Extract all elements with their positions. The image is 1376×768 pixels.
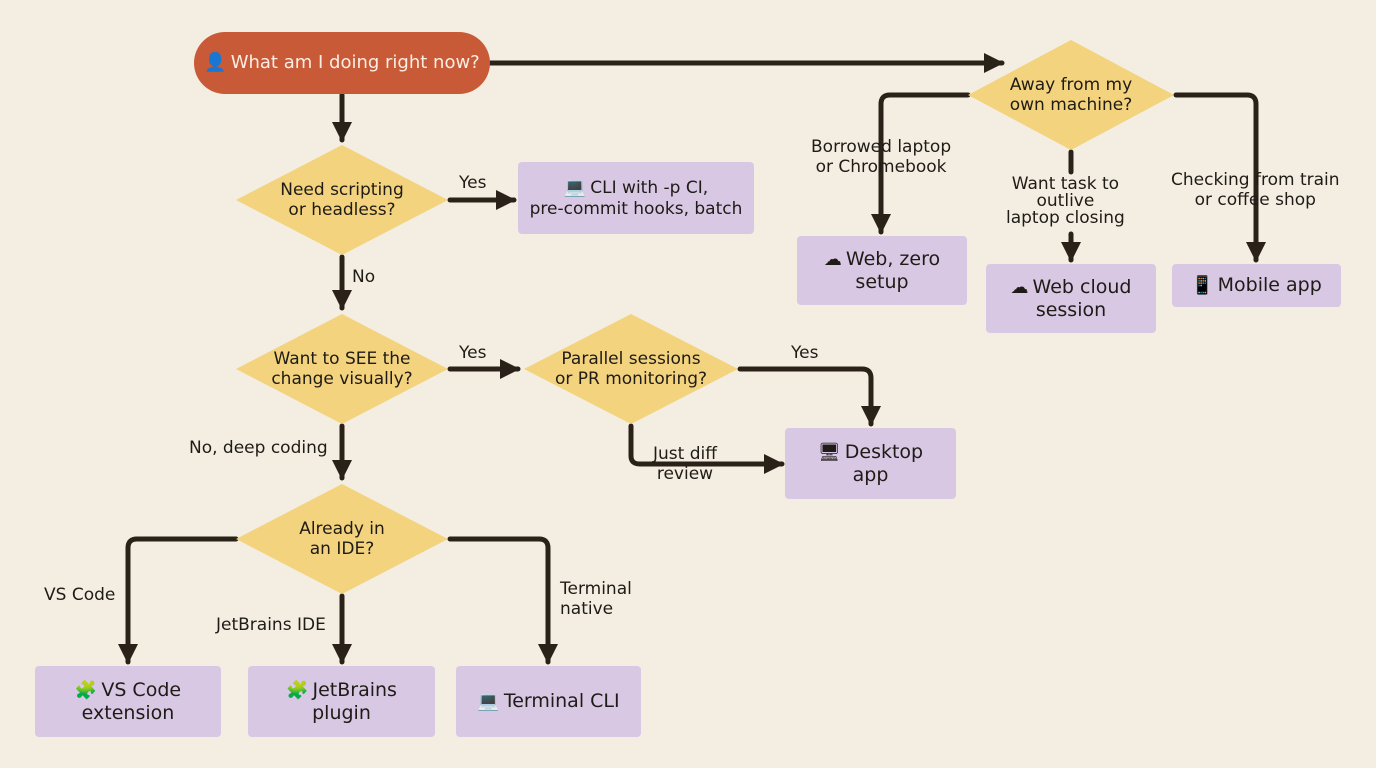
cloud-icon: ☁	[1010, 276, 1029, 298]
decision-scripting: Need scripting or headless?	[234, 143, 450, 257]
outcome-vscode-label: VS Code extension	[81, 678, 182, 724]
puzzle-icon: 🧩	[286, 679, 309, 701]
edge-ide-vscode	[118, 536, 239, 665]
edge-label-parallel-yes: Yes	[791, 343, 819, 363]
outcome-jetbrains: 🧩JetBrains plugin	[248, 666, 435, 737]
decision-away: Away from my own machine?	[966, 38, 1176, 152]
outcome-web-zero: ☁Web, zero setup	[797, 236, 967, 305]
outcome-terminal-label: Terminal CLI	[503, 690, 620, 713]
outcome-desktop-label: Desktop app	[844, 440, 924, 486]
outcome-terminal: 💻Terminal CLI	[456, 666, 641, 737]
edge-label-scripting-no: No	[352, 267, 376, 287]
outcome-jetbrains-label: JetBrains plugin	[312, 678, 397, 724]
diamond-shape	[236, 314, 448, 424]
edge-label-parallel-just: Just diff review	[653, 444, 717, 485]
outcome-vscode: 🧩VS Code extension	[35, 666, 221, 737]
outcome-mobile-label: Mobile app	[1217, 274, 1322, 297]
desktop-icon: 🖥	[817, 441, 841, 463]
decision-ide: Already in an IDE?	[234, 482, 450, 596]
phone-icon: 📱	[1191, 275, 1214, 297]
decision-ide-label: Already in an IDE?	[299, 518, 385, 559]
diamond-shape	[236, 484, 448, 594]
start-label: What am I doing right now?	[230, 52, 480, 74]
outcome-cli-batch: 💻CLI with -p CI, pre-commit hooks, batch	[518, 162, 754, 234]
laptop-icon: 💻	[563, 177, 587, 198]
edge-ide-terminal	[447, 536, 558, 665]
laptop-icon: 💻	[477, 691, 500, 713]
outcome-web-zero-label: Web, zero setup	[845, 247, 941, 293]
edge-away-borrowed	[871, 92, 971, 235]
decision-scripting-label: Need scripting or headless?	[280, 179, 404, 220]
diamond-shape	[524, 314, 738, 424]
edge-label-ide-terminal: Terminal native	[560, 579, 632, 620]
edge-label-away-outlive: Want task to outlive laptop closing	[1006, 174, 1125, 228]
edge-label-ide-vscode: VS Code	[44, 585, 116, 605]
edge-away-train	[1173, 92, 1266, 263]
start-node: 👤 What am I doing right now?	[194, 32, 490, 94]
outcome-desktop: 🖥Desktop app	[785, 428, 956, 499]
decision-parallel: Parallel sessions or PR monitoring?	[522, 312, 740, 426]
decision-parallel-label: Parallel sessions or PR monitoring?	[554, 348, 708, 389]
edge-label-away-borrowed: Borrowed laptop or Chromebook	[811, 137, 952, 178]
edge-label-scripting-yes: Yes	[459, 173, 487, 193]
puzzle-icon: 🧩	[74, 679, 98, 701]
edge-label-see-no: No, deep coding	[189, 438, 328, 458]
decision-away-label: Away from my own machine?	[1009, 74, 1133, 115]
edge-parallel-just	[628, 423, 785, 474]
outcome-web-cloud-label: Web cloud session	[1032, 275, 1132, 321]
diamond-shape	[236, 145, 448, 255]
outcome-mobile: 📱Mobile app	[1172, 264, 1341, 307]
edge-label-see-yes: Yes	[459, 343, 487, 363]
edge-label-ide-jetbrains: JetBrains IDE	[216, 615, 326, 635]
cloud-icon: ☁	[823, 248, 842, 270]
decision-see-visually-label: Want to SEE the change visually?	[271, 348, 413, 389]
decision-see-visually: Want to SEE the change visually?	[234, 312, 450, 426]
edge-label-away-train: Checking from train or coffee shop	[1171, 170, 1340, 211]
outcome-cli-batch-label: CLI with -p CI, pre-commit hooks, batch	[529, 178, 743, 219]
outcome-web-cloud: ☁Web cloud session	[986, 264, 1156, 333]
person-icon: 👤	[204, 52, 227, 74]
edge-parallel-yes	[737, 366, 881, 427]
diamond-shape	[968, 40, 1174, 150]
